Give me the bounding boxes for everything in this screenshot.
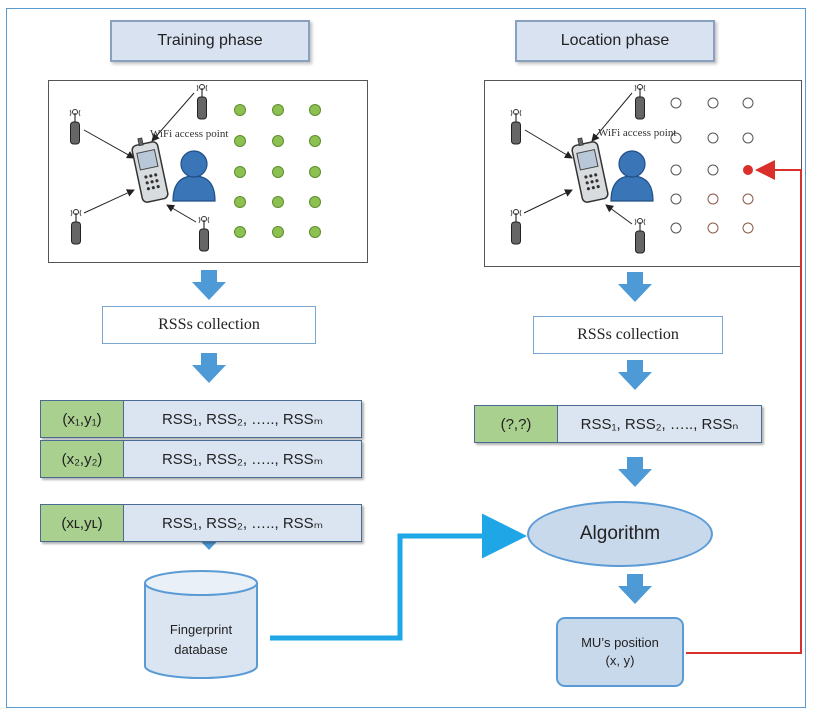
- row-coordinate: (x₁,y₁): [41, 401, 124, 437]
- row-rss-values: RSS₁, RSS₂, ….., RSSₘ: [124, 441, 361, 477]
- fingerprint-database-label: Fingerprint database: [146, 620, 256, 660]
- feedback-arrow: [686, 160, 802, 654]
- training-rss-collection-box: RSSs collection: [102, 306, 316, 344]
- down-arrow: [618, 574, 652, 604]
- signal-arrow: [151, 92, 195, 142]
- database-cylinder-icon: [144, 570, 258, 679]
- training-rss-collection-label: RSSs collection: [158, 316, 260, 333]
- wifi-antenna-icon: [510, 208, 522, 245]
- wifi-antenna-icon: [69, 108, 81, 145]
- down-arrow: [192, 270, 226, 300]
- fingerprint-row: (xʟ,yʟ) RSS₁, RSS₂, ….., RSSₘ: [40, 504, 362, 542]
- training-phase-label: Training phase: [157, 32, 263, 49]
- location-scene-graphics: [510, 83, 754, 254]
- down-arrow: [192, 353, 226, 383]
- signal-arrow: [591, 92, 633, 142]
- database-to-algorithm-connector: [270, 513, 527, 641]
- location-rss-collection-label: RSSs collection: [577, 326, 679, 343]
- wifi-antenna-icon: [634, 83, 646, 120]
- signal-arrow: [83, 129, 135, 159]
- fingerprint-row: (x₂,y₂) RSS₁, RSS₂, ….., RSSₘ: [40, 440, 362, 478]
- mu-position-box: MU’s position (x, y): [556, 617, 684, 687]
- row-rss-values: RSS₁, RSS₂, ….., RSSₘ: [124, 505, 361, 541]
- location-rss-collection-box: RSSs collection: [533, 316, 723, 354]
- database-label-line1: Fingerprint: [169, 622, 233, 637]
- training-ap-label: WiFi access point: [150, 128, 229, 140]
- signal-arrow: [605, 204, 633, 225]
- mu-position-coords: (x, y): [605, 653, 635, 668]
- training-phase-header: Training phase: [110, 20, 310, 62]
- mu-position-title: MU’s position: [581, 635, 659, 650]
- signal-arrow: [83, 189, 135, 214]
- signal-arrow: [166, 204, 197, 223]
- estimated-position-dot: [743, 165, 753, 175]
- training-scene-graphics: [69, 83, 321, 252]
- down-arrow: [618, 457, 652, 487]
- database-label-line2: database: [174, 642, 228, 657]
- algorithm-node: Algorithm: [527, 501, 713, 567]
- signal-arrow: [523, 189, 573, 214]
- mobile-phone-icon: [569, 134, 610, 204]
- reference-points: [670, 97, 754, 234]
- row-rss-values: RSS₁, RSS₂, ….., RSSₘ: [124, 401, 361, 437]
- location-phase-label: Location phase: [560, 32, 670, 49]
- algorithm-label: Algorithm: [579, 523, 661, 544]
- wifi-antenna-icon: [196, 83, 208, 120]
- row-coordinate: (xʟ,yʟ): [41, 505, 124, 541]
- row-coordinate: (x₂,y₂): [41, 441, 124, 477]
- wifi-antenna-icon: [198, 215, 210, 252]
- fingerprint-row: (x₁,y₁) RSS₁, RSS₂, ….., RSSₘ: [40, 400, 362, 438]
- signal-arrow: [524, 129, 573, 159]
- mobile-phone-icon: [129, 134, 170, 204]
- query-row: (?,?) RSS₁, RSS₂, ….., RSSₙ: [474, 405, 762, 443]
- query-coordinate: (?,?): [475, 406, 558, 442]
- wifi-antenna-icon: [70, 208, 82, 245]
- diagram-frame: [6, 8, 806, 708]
- user-icon: [172, 150, 216, 202]
- down-arrow: [618, 360, 652, 390]
- wifi-antenna-icon: [510, 108, 522, 145]
- wifi-antenna-icon: [634, 217, 646, 254]
- location-ap-label: WiFi access point: [598, 127, 677, 139]
- fingerprint-dots: [234, 104, 321, 238]
- down-arrow: [618, 272, 652, 302]
- location-phase-header: Location phase: [515, 20, 715, 62]
- query-rss-values: RSS₁, RSS₂, ….., RSSₙ: [558, 406, 761, 442]
- user-icon: [610, 150, 654, 202]
